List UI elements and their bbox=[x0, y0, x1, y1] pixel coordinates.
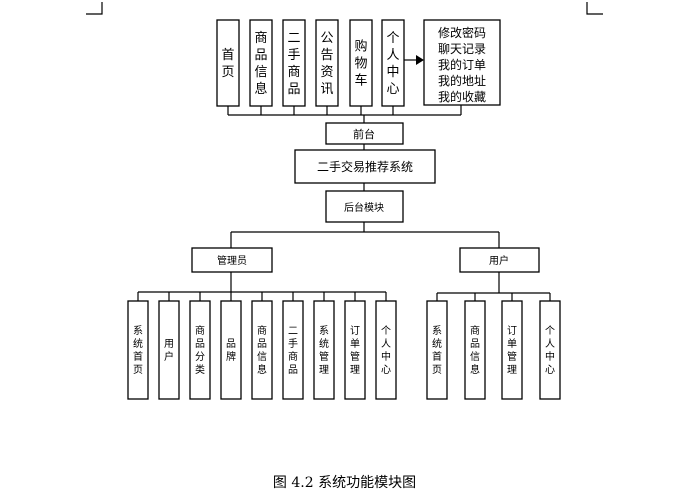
backend-split-connector bbox=[230, 222, 500, 248]
system-box: 二手交易推荐系统 bbox=[294, 149, 436, 184]
admin-module-2-label: 用户 bbox=[164, 339, 174, 363]
backend-box: 后台模块 bbox=[325, 190, 404, 223]
frontend-module-4: 公告资讯 bbox=[315, 19, 339, 107]
admin-module-5-label: 商品信息 bbox=[257, 324, 267, 376]
user-module-4: 个人中心 bbox=[539, 300, 561, 400]
user-module-1-label: 系统首页 bbox=[432, 325, 442, 376]
system-name: 二手交易推荐系统 bbox=[317, 159, 413, 174]
personal-center-item: 修改密码 bbox=[438, 25, 486, 40]
admin-modules: 系统首页 用户 商品分类 品牌 商品信息 二手商品 系统管理 订单管理 个人中心 bbox=[127, 300, 397, 400]
frontend-module-2-label: 商品信息 bbox=[254, 31, 267, 97]
user-module-2-label: 商品信息 bbox=[470, 324, 480, 376]
admin-modules-connector bbox=[137, 272, 387, 301]
backend-label: 后台模块 bbox=[344, 201, 384, 214]
frontend-connector bbox=[227, 105, 462, 123]
user-module-2: 商品信息 bbox=[464, 300, 486, 400]
admin-module-1-label: 系统首页 bbox=[133, 325, 143, 376]
personal-center-item: 我的地址 bbox=[438, 73, 486, 88]
figure-caption: 图 4.2 系统功能模块图 bbox=[272, 475, 417, 491]
admin-module-6: 二手商品 bbox=[282, 300, 304, 400]
admin-module-3-label: 商品分类 bbox=[195, 324, 205, 376]
admin-module-6-label: 二手商品 bbox=[288, 326, 298, 376]
frontend-module-6-label: 个人中心 bbox=[386, 31, 399, 97]
frontend-module-1-label: 首页 bbox=[221, 48, 234, 80]
admin-module-9: 个人中心 bbox=[375, 300, 397, 400]
admin-box: 管理员 bbox=[191, 247, 273, 273]
frontend-module-5-label: 购物车 bbox=[354, 39, 367, 89]
admin-module-7-label: 系统管理 bbox=[319, 325, 329, 376]
admin-module-3: 商品分类 bbox=[189, 300, 211, 400]
admin-module-8: 订单管理 bbox=[344, 300, 366, 400]
personal-center-item: 聊天记录 bbox=[438, 42, 486, 56]
user-label: 用户 bbox=[489, 254, 509, 267]
frontend-module-3-label: 二手商品 bbox=[287, 31, 300, 97]
frontend-module-6: 个人中心 bbox=[381, 19, 405, 107]
frontend-module-2: 商品信息 bbox=[249, 19, 273, 107]
personal-center-item: 我的订单 bbox=[438, 57, 486, 72]
user-module-4-label: 个人中心 bbox=[545, 325, 555, 376]
user-module-3-label: 订单管理 bbox=[507, 325, 517, 376]
frontend-label: 前台 bbox=[353, 127, 375, 141]
page-corner-marks bbox=[86, 2, 603, 15]
user-modules: 系统首页 商品信息 订单管理 个人中心 bbox=[426, 300, 561, 400]
personal-center-item: 我的收藏 bbox=[438, 89, 486, 104]
admin-module-1: 系统首页 bbox=[127, 300, 149, 400]
admin-label: 管理员 bbox=[217, 254, 247, 267]
personal-center-arrow bbox=[404, 55, 424, 65]
user-module-1: 系统首页 bbox=[426, 300, 448, 400]
admin-module-7: 系统管理 bbox=[313, 300, 335, 400]
admin-module-5: 商品信息 bbox=[251, 300, 273, 400]
admin-module-4: 品牌 bbox=[220, 300, 242, 400]
admin-module-9-label: 个人中心 bbox=[381, 325, 391, 376]
frontend-module-5: 购物车 bbox=[349, 19, 373, 107]
admin-module-2: 用户 bbox=[158, 300, 180, 400]
user-box: 用户 bbox=[459, 247, 540, 273]
user-modules-connector bbox=[436, 272, 551, 301]
frontend-box: 前台 bbox=[325, 122, 404, 145]
frontend-module-3: 二手商品 bbox=[282, 19, 306, 107]
frontend-module-1: 首页 bbox=[216, 19, 240, 107]
user-module-3: 订单管理 bbox=[501, 300, 523, 400]
frontend-modules: 首页 商品信息 二手商品 公告资讯 购物车 个人中心 bbox=[216, 19, 405, 107]
admin-module-8-label: 订单管理 bbox=[350, 325, 360, 376]
frontend-module-4-label: 公告资讯 bbox=[320, 31, 333, 97]
admin-module-4-label: 品牌 bbox=[226, 338, 236, 363]
